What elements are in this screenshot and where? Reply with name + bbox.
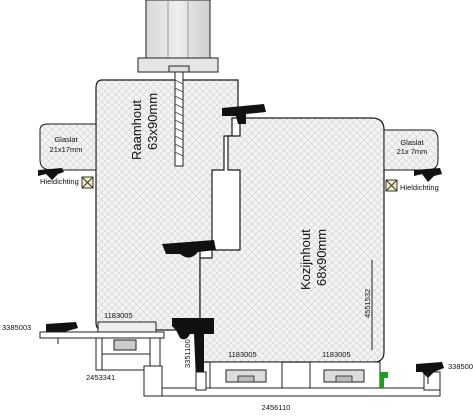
glazing-bead-left: Glaslat 21x17mm: [38, 123, 97, 180]
frame-profile: [199, 117, 385, 363]
glazing-seal-right: [414, 168, 442, 182]
part-sash-bottom: 1183005: [104, 311, 133, 320]
bottom-rail: [143, 365, 441, 397]
rebate-seal-top: [222, 104, 266, 124]
seal-label-right: Hieldichting: [400, 183, 439, 192]
part-bottom-rail: 2456110: [262, 403, 291, 412]
frame-size: 68x90mm: [314, 229, 329, 286]
seal-marker-left-icon: [81, 176, 94, 189]
sash-title: Raamhout: [129, 100, 144, 160]
part-frame-side: 4551532: [363, 289, 372, 318]
rebate-seal-middle: [162, 240, 216, 258]
part-frame-right: 1183005: [322, 350, 351, 359]
part-vertical-seal: 3351100: [183, 339, 192, 368]
frame-profile-left: [209, 361, 283, 389]
glazing-seal-left: [38, 168, 64, 180]
sash-size: 63x90mm: [145, 93, 160, 150]
part-weather-strip-left: 3385003: [2, 323, 31, 332]
frame-title: Kozijnhout: [298, 229, 313, 290]
glass-pane: [137, 0, 219, 73]
seal-marker-right-icon: [385, 179, 398, 192]
left-rail: [39, 331, 165, 371]
glazing-bead-right: Glaslat 21x 7mm: [383, 129, 442, 182]
glazing-left-title: Glaslat: [54, 135, 78, 144]
part-left-rail: 2453341: [86, 373, 115, 382]
glazing-right-title: Glaslat: [400, 138, 424, 147]
accent-clip-icon: [380, 372, 388, 388]
part-weather-strip-right: 3385003: [448, 362, 473, 371]
vertical-seal: [172, 318, 214, 380]
weather-strip-right-icon: [416, 362, 444, 378]
part-frame-left: 1183005: [228, 350, 257, 359]
frame-profile-right: [309, 361, 381, 389]
glazing-right-size: 21x 7mm: [397, 147, 428, 156]
screw-icon: [168, 65, 190, 167]
glazing-left-size: 21x17mm: [50, 145, 83, 154]
seal-label-left: Hieldichting: [40, 177, 79, 186]
